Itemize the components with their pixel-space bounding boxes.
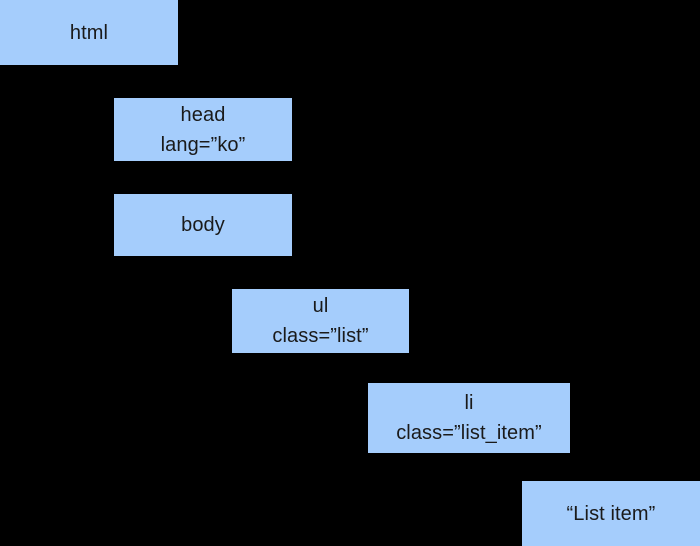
dom-node-li: li class=”list_item”: [368, 383, 570, 453]
dom-node-text-node: “List item”: [522, 481, 700, 546]
dom-node-html: html: [0, 0, 178, 65]
dom-node-body-line-0: body: [181, 214, 225, 236]
dom-node-head: head lang=”ko”: [114, 98, 292, 161]
dom-node-ul: ul class=”list”: [232, 289, 409, 353]
dom-node-html-line-0: html: [69, 21, 109, 44]
dom-node-li-line-1: class=”list_item”: [396, 422, 542, 444]
dom-node-li-line-0: li: [464, 392, 474, 414]
dom-node-text-node-line-0: “List item”: [566, 502, 656, 525]
dom-node-head-line-1: lang=”ko”: [160, 133, 246, 156]
dom-node-body: body: [114, 194, 292, 256]
dom-node-ul-line-0: ul: [312, 295, 329, 317]
dom-node-ul-line-1: class=”list”: [272, 325, 369, 347]
dom-node-head-line-0: head: [180, 103, 226, 126]
